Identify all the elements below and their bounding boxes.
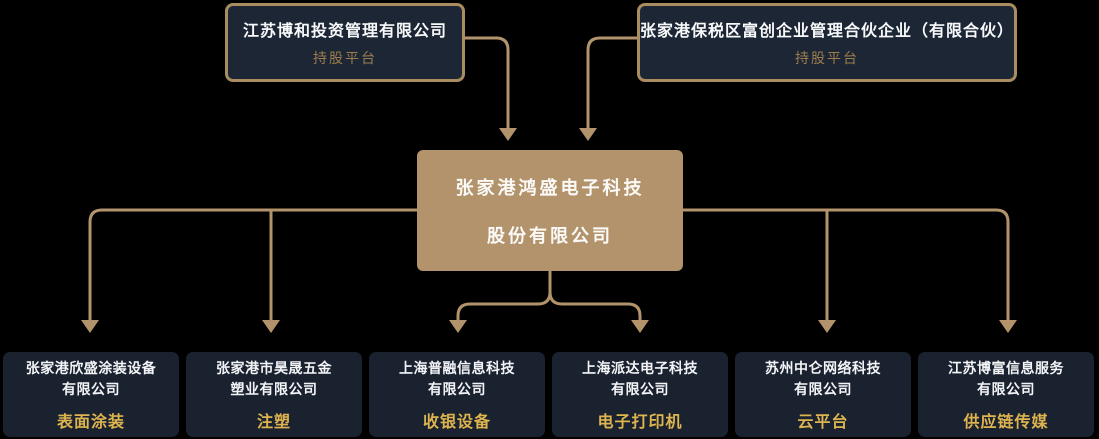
- subsidiary-name-line2: 有限公司: [611, 380, 669, 397]
- subsidiary-business: 收银设备: [422, 413, 491, 431]
- subsidiary-name: 张家港欣盛涂装设备 有限公司: [26, 358, 157, 400]
- subsidiary-name: 江苏博富信息服务 有限公司: [948, 358, 1064, 400]
- company-box: 张家港鸿盛电子科技 股份有限公司: [417, 150, 683, 271]
- company-name-line1: 张家港鸿盛电子科技: [455, 177, 645, 198]
- subsidiary-box-6: 江苏博富信息服务 有限公司 供应链传媒: [918, 352, 1094, 437]
- parent-box-1: 江苏博和投资管理有限公司 持股平台: [225, 3, 465, 82]
- connector-center-right: [548, 291, 642, 320]
- subsidiary-name: 上海派达电子科技 有限公司: [582, 358, 698, 400]
- subsidiary-name: 苏州中仑网络科技 有限公司: [765, 358, 881, 400]
- subsidiary-box-3: 上海普融信息科技 有限公司 收银设备: [369, 352, 545, 437]
- connector-parent-left: [465, 36, 510, 128]
- arrowhead-down: [818, 320, 836, 333]
- parent-role: 持股平台: [313, 50, 377, 66]
- subsidiary-business: 云平台: [797, 413, 849, 431]
- subsidiary-name-line2: 有限公司: [428, 380, 486, 397]
- arrowhead-down: [631, 320, 649, 333]
- arrowhead-down: [449, 320, 467, 333]
- subsidiary-business: 注塑: [256, 413, 291, 431]
- subsidiary-name-line2: 有限公司: [977, 380, 1035, 397]
- arrowhead-down: [579, 128, 597, 141]
- arrowhead-down: [499, 128, 517, 141]
- subsidiary-name-line1: 江苏博富信息服务: [948, 359, 1064, 376]
- subsidiary-box-1: 张家港欣盛涂装设备 有限公司 表面涂装: [3, 352, 179, 437]
- subsidiary-name-line1: 上海派达电子科技: [582, 359, 698, 376]
- subsidiary-name: 上海普融信息科技 有限公司: [399, 358, 515, 400]
- subsidiary-box-5: 苏州中仑网络科技 有限公司 云平台: [735, 352, 911, 437]
- subsidiary-name: 张家港市昊晟五金 塑业有限公司: [216, 358, 332, 400]
- subsidiary-name-line1: 张家港欣盛涂装设备: [25, 359, 157, 376]
- subsidiary-box-4: 上海派达电子科技 有限公司 电子打印机: [552, 352, 728, 437]
- connector-center-left: [456, 291, 552, 320]
- arrowhead-down: [999, 320, 1017, 333]
- subsidiary-business: 电子打印机: [597, 413, 683, 431]
- parent-box-2: 张家港保税区富创企业管理合伙企业（有限合伙） 持股平台: [637, 3, 1017, 82]
- subsidiary-name-line2: 有限公司: [794, 380, 852, 397]
- parent-role: 持股平台: [795, 50, 859, 66]
- connector-left-arm: [88, 208, 417, 320]
- company-name-line2: 股份有限公司: [487, 225, 613, 246]
- subsidiary-name-line1: 苏州中仑网络科技: [765, 359, 881, 376]
- subsidiary-name-line1: 张家港市昊晟五金: [216, 359, 332, 376]
- connector-parent-right: [586, 36, 637, 128]
- subsidiary-name-line1: 上海普融信息科技: [399, 359, 515, 376]
- subsidiary-business: 表面涂装: [56, 413, 125, 431]
- connector-right-arm: [683, 208, 1010, 320]
- subsidiary-box-2: 张家港市昊晟五金 塑业有限公司 注塑: [186, 352, 362, 437]
- subsidiary-name-line2: 有限公司: [62, 380, 120, 397]
- parent-name: 张家港保税区富创企业管理合伙企业（有限合伙）: [640, 23, 1015, 40]
- subsidiary-business: 供应链传媒: [963, 413, 1049, 431]
- arrowhead-down: [81, 320, 99, 333]
- parent-name: 江苏博和投资管理有限公司: [242, 23, 447, 40]
- subsidiary-name-line2: 塑业有限公司: [230, 380, 318, 397]
- arrowhead-down: [262, 320, 280, 333]
